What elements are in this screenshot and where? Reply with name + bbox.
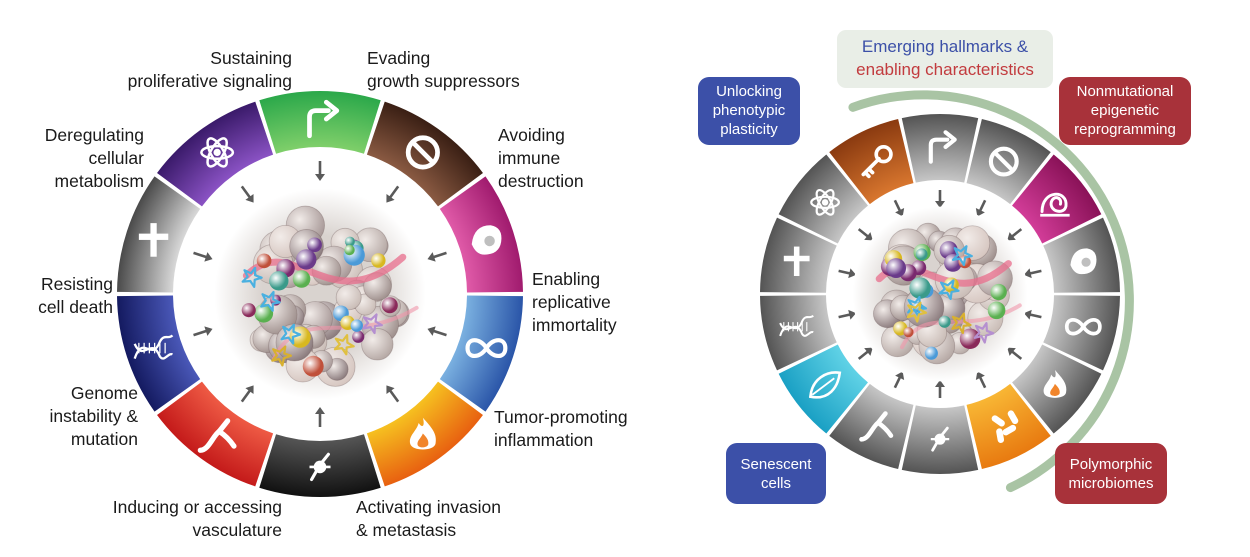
inward-arrow — [975, 371, 987, 389]
migrating-cell-icon — [930, 426, 950, 452]
bent-arrow-icon — [307, 99, 340, 139]
right-emerging-wheel — [760, 113, 1120, 475]
segment-sustaining — [901, 113, 979, 183]
inward-arrow — [935, 380, 945, 398]
cross-icon — [783, 246, 810, 277]
inward-arrow — [857, 347, 873, 360]
emerging-arc — [848, 90, 1134, 493]
immune-cell-icon — [471, 225, 502, 255]
bent-arrow-icon — [928, 130, 957, 164]
epigenetic-icon — [1040, 192, 1070, 217]
blood-vessel-icon — [859, 411, 894, 442]
box-polymorphic: Polymorphic microbiomes — [1055, 443, 1167, 504]
inward-arrow — [1007, 347, 1023, 360]
inward-arrow — [240, 385, 254, 403]
inward-arrow — [315, 161, 325, 181]
label-deregulating: Deregulating cellular metabolism — [44, 125, 144, 191]
inward-arrow — [193, 326, 213, 337]
segment-sustaining — [259, 91, 381, 154]
tumor-cluster — [214, 188, 426, 400]
segment-senescent — [778, 344, 868, 434]
inward-arrow — [857, 228, 873, 241]
inward-arrow — [935, 190, 945, 208]
inward-arrow — [893, 199, 905, 217]
segment-polymorphic — [966, 383, 1051, 470]
atom-icon — [200, 137, 235, 168]
immune-cell-icon — [1070, 248, 1097, 275]
prohibition-icon — [988, 146, 1019, 177]
segment-deregulating — [778, 154, 868, 244]
atom-icon — [810, 188, 840, 216]
left-hallmark-wheel — [117, 91, 523, 497]
emerging-header: Emerging hallmarks & enabling characteri… — [837, 30, 1053, 88]
inward-arrow — [1007, 228, 1023, 241]
blood-vessel-icon — [197, 418, 237, 453]
key-icon — [861, 144, 893, 179]
inward-arrow — [427, 326, 447, 337]
label-activating: Activating invasion & metastasis — [356, 497, 501, 540]
label-avoiding: Avoiding immune destruction — [498, 125, 584, 191]
cross-icon — [138, 223, 169, 257]
flame-icon — [1043, 370, 1067, 398]
microbiome-icon — [991, 410, 1019, 443]
inward-arrow — [838, 268, 857, 279]
label-tumor: Tumor-promoting inflammation — [494, 407, 628, 450]
inward-arrow — [240, 185, 254, 203]
inward-arrow — [975, 199, 987, 217]
segment-unlocking — [829, 118, 914, 205]
dna-icon — [779, 314, 814, 337]
infinity-icon — [465, 338, 508, 359]
inward-arrow — [1023, 309, 1042, 320]
label-evading: Evading growth suppressors — [367, 48, 520, 91]
inward-arrow — [1023, 268, 1042, 279]
dna-icon — [133, 334, 174, 360]
leaf-icon — [808, 371, 842, 399]
inward-arrow — [427, 251, 447, 262]
migrating-cell-icon — [309, 452, 331, 482]
inward-arrow — [893, 371, 905, 389]
box-unlocking: Unlocking phenotypic plasticity — [698, 77, 800, 145]
inward-arrow — [386, 385, 400, 403]
segment-genome — [760, 295, 837, 371]
segment-evading — [966, 118, 1051, 205]
flame-icon — [409, 417, 436, 450]
inward-arrow — [315, 407, 325, 427]
inward-arrow — [386, 185, 400, 203]
label-enabling: Enabling replicative immortality — [532, 269, 617, 335]
label-sustaining: Sustaining proliferative signaling — [127, 48, 292, 91]
segment-inducing — [829, 383, 914, 470]
label-resisting: Resisting cell death — [38, 274, 113, 317]
infinity-icon — [1064, 317, 1102, 336]
inward-arrow — [838, 309, 857, 320]
tumor-cluster — [852, 206, 1028, 382]
box-senescent: Senescent cells — [726, 443, 826, 504]
label-genome: Genome instability & mutation — [49, 383, 138, 449]
segment-enabling — [1043, 295, 1120, 371]
prohibition-icon — [405, 135, 440, 170]
label-inducing: Inducing or accessing vasculature — [112, 497, 282, 540]
box-nonmutational: Nonmutational epigenetic reprogramming — [1059, 77, 1191, 145]
inward-arrow — [193, 251, 213, 262]
